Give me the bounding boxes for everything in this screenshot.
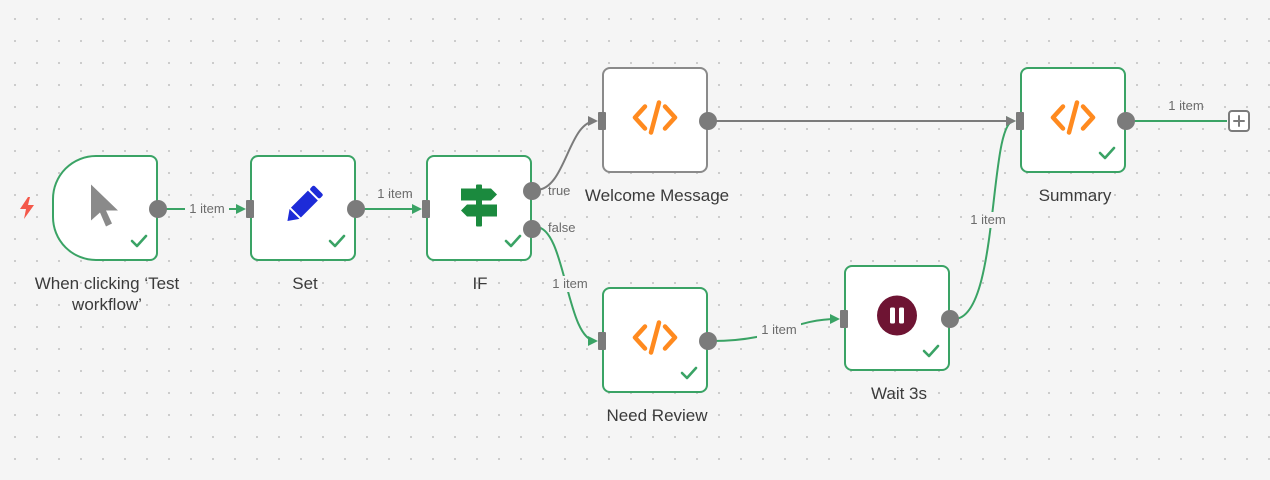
- code-icon: [632, 100, 678, 141]
- input-port[interactable]: [1016, 112, 1024, 130]
- cursor-icon: [88, 183, 122, 234]
- input-port[interactable]: [246, 200, 254, 218]
- if-false-label: false: [548, 220, 575, 235]
- input-port[interactable]: [598, 112, 606, 130]
- trigger-bolt-icon: [18, 197, 36, 224]
- node-set[interactable]: [246, 155, 365, 261]
- output-port[interactable]: [699, 112, 717, 130]
- output-port[interactable]: [347, 200, 365, 218]
- success-check-icon: [922, 344, 940, 363]
- edge-label-if-needreview: 1 item: [552, 276, 587, 291]
- output-port[interactable]: [149, 200, 167, 218]
- input-port[interactable]: [840, 310, 848, 328]
- success-check-icon: [1098, 146, 1116, 165]
- edge-label-summary-add: 1 item: [1168, 98, 1203, 113]
- node-label-welcome: Welcome Message: [584, 186, 730, 205]
- success-check-icon: [680, 366, 698, 385]
- node-wait[interactable]: [840, 265, 959, 371]
- node-label-if: IF: [472, 274, 488, 293]
- node-if[interactable]: [422, 155, 541, 261]
- node-label-set: Set: [292, 274, 318, 293]
- output-port[interactable]: [699, 332, 717, 350]
- pencil-icon: [279, 182, 327, 235]
- edge-label-wait-summary: 1 item: [970, 212, 1005, 227]
- add-node-button[interactable]: [1228, 110, 1250, 132]
- code-icon: [632, 320, 678, 361]
- node-label-trigger: When clicking ‘Test workflow’: [34, 274, 180, 314]
- success-check-icon: [504, 234, 522, 253]
- output-port-true[interactable]: [523, 182, 541, 200]
- node-label-summary: Summary: [1038, 186, 1112, 205]
- output-port[interactable]: [941, 310, 959, 328]
- pause-icon: [876, 295, 918, 342]
- node-label-wait: Wait 3s: [870, 384, 928, 403]
- success-check-icon: [328, 234, 346, 253]
- output-port[interactable]: [1117, 112, 1135, 130]
- code-icon: [1050, 100, 1096, 141]
- edge-label-needreview-wait: 1 item: [761, 322, 796, 337]
- node-summary[interactable]: [1016, 67, 1135, 173]
- input-port[interactable]: [598, 332, 606, 350]
- input-port[interactable]: [422, 200, 430, 218]
- output-port-false[interactable]: [523, 220, 541, 238]
- node-manual-trigger[interactable]: [52, 155, 167, 261]
- success-check-icon: [130, 234, 148, 253]
- connection-if-true-welcome[interactable]: [535, 116, 598, 191]
- edge-label-set-if: 1 item: [377, 186, 412, 201]
- node-welcome-message[interactable]: [598, 67, 717, 173]
- node-label-need-review: Need Review: [606, 406, 708, 425]
- edge-label-trigger-set: 1 item: [189, 201, 224, 216]
- if-true-label: true: [548, 183, 570, 198]
- node-need-review[interactable]: [598, 287, 717, 393]
- signpost-icon: [457, 183, 501, 234]
